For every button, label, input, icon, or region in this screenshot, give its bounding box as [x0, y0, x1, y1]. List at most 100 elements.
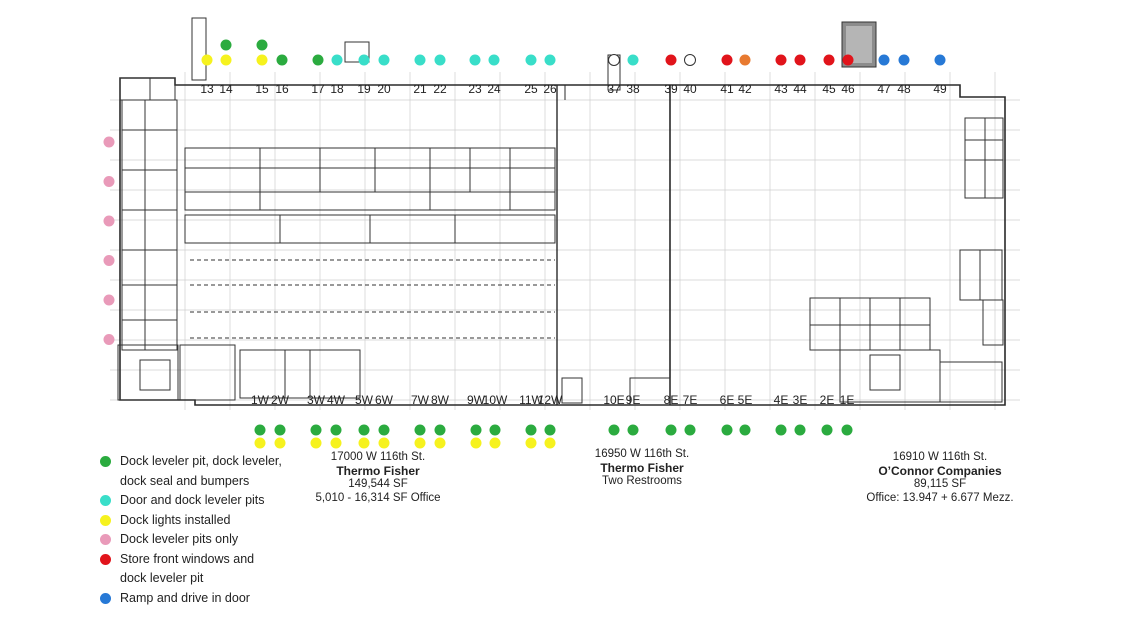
building-address: 17000 W 116th St. — [330, 451, 426, 463]
dock-marker-cyan — [627, 54, 639, 66]
dock-marker-green — [414, 424, 426, 436]
dock-label: 6E — [720, 393, 735, 407]
legend-item-yellow: Dock lights installed — [98, 511, 328, 531]
dock-label: 23 — [468, 82, 482, 96]
dock-marker-green — [794, 424, 806, 436]
legend-item-blue: Ramp and drive in door — [98, 589, 328, 609]
legend-label-cont: dock leveler pit — [120, 571, 204, 585]
dock-marker-white — [684, 54, 696, 66]
dock-label: 17 — [311, 82, 325, 96]
dock-marker-red — [823, 54, 835, 66]
dock-marker-white — [608, 54, 620, 66]
dock-label: 16 — [275, 82, 289, 96]
dock-label: 21 — [413, 82, 427, 96]
dock-label: 25 — [524, 82, 538, 96]
legend-label: Store front windows and — [120, 551, 255, 566]
building-office: Office: 13.947 + 6.677 Mezz. — [866, 491, 1014, 504]
dock-marker-pink — [103, 136, 115, 148]
dock-marker-yellow — [470, 437, 482, 449]
dock-label: 19 — [357, 82, 371, 96]
dock-label: 10E — [603, 393, 624, 407]
dock-label: 5W — [355, 393, 374, 407]
dock-marker-cyan — [525, 54, 537, 66]
legend-label-cont: dock seal and bumpers — [120, 473, 250, 488]
dock-marker-green — [544, 424, 556, 436]
dock-label: 7E — [683, 393, 698, 407]
dock-marker-green — [665, 424, 677, 436]
dock-marker-yellow — [310, 437, 322, 449]
dock-marker-cyan — [378, 54, 390, 66]
dock-marker-green — [312, 54, 324, 66]
dock-marker-cyan — [358, 54, 370, 66]
dock-marker-green — [274, 424, 286, 436]
dock-marker-cyan — [434, 54, 446, 66]
dock-label: 22 — [433, 82, 447, 96]
dock-marker-red — [665, 54, 677, 66]
dock-marker-cyan — [414, 54, 426, 66]
dock-marker-yellow — [330, 437, 342, 449]
dock-label: 1E — [840, 393, 855, 407]
legend-item-pink: Dock leveler pits only — [98, 530, 328, 550]
dock-marker-green — [739, 424, 751, 436]
dock-marker-yellow — [414, 437, 426, 449]
dock-marker-yellow — [544, 437, 556, 449]
dock-label: 46 — [841, 82, 855, 96]
legend-label: Door and dock leveler pits — [120, 493, 265, 507]
dock-marker-blue — [898, 54, 910, 66]
dock-label: 38 — [626, 82, 640, 96]
pink-dot-icon — [100, 534, 111, 545]
building-note: Two Restrooms — [602, 475, 682, 487]
dock-label: 3W — [307, 393, 326, 407]
column-grid — [110, 72, 1020, 410]
dock-marker-yellow — [254, 437, 266, 449]
dock-label: 7W — [411, 393, 430, 407]
dock-label: 41 — [720, 82, 734, 96]
legend-label: Dock leveler pit, dock leveler, — [120, 454, 282, 468]
dock-marker-cyan — [469, 54, 481, 66]
dock-marker-yellow — [378, 437, 390, 449]
dock-label: 5E — [738, 393, 753, 407]
green-dot-icon — [100, 456, 111, 467]
dock-label: 1W — [251, 393, 270, 407]
building-outline — [119, 77, 1006, 406]
dock-marker-green — [721, 424, 733, 436]
dock-marker-pink — [103, 176, 115, 187]
dock-marker-green — [684, 424, 696, 436]
dock-marker-yellow — [434, 437, 446, 449]
red-dot-icon — [100, 553, 111, 565]
dock-marker-pink — [103, 334, 115, 345]
dock-marker-red — [794, 54, 806, 66]
dock-marker-cyan — [544, 54, 556, 66]
dock-marker-yellow — [358, 437, 370, 449]
dock-label: 9E — [626, 393, 641, 407]
dock-marker-pink — [103, 294, 115, 306]
dock-label: 44 — [793, 82, 807, 96]
dock-label: 49 — [933, 82, 947, 96]
building-address: 16950 W 116th St. — [594, 448, 690, 460]
dock-marker-green — [220, 39, 232, 51]
dock-marker-yellow — [525, 437, 537, 449]
dock-label: 12W — [538, 393, 563, 407]
dock-label: 43 — [774, 82, 788, 96]
dock-label: 20 — [377, 82, 391, 96]
building-address: 16910 W 116th St. — [892, 451, 988, 463]
dock-marker-yellow — [220, 54, 232, 66]
west-office-block — [117, 77, 236, 401]
dock-label: 37 — [607, 82, 621, 96]
dock-marker-green — [434, 424, 446, 436]
dock-label: 39 — [664, 82, 678, 96]
dock-marker-green — [276, 54, 288, 66]
dock-label: 42 — [738, 82, 752, 96]
dock-label: 11W — [519, 393, 543, 407]
dock-marker-yellow — [274, 437, 286, 449]
dock-marker-blue — [878, 54, 890, 66]
dock-marker-green — [310, 424, 322, 436]
dock-label: 4W — [327, 393, 346, 407]
dock-marker-green — [608, 424, 620, 436]
dock-label: 14 — [219, 82, 233, 96]
dock-marker-green — [489, 424, 501, 436]
building-tenant: O’Connor Companies — [878, 463, 1002, 478]
dock-marker-yellow — [256, 54, 268, 66]
